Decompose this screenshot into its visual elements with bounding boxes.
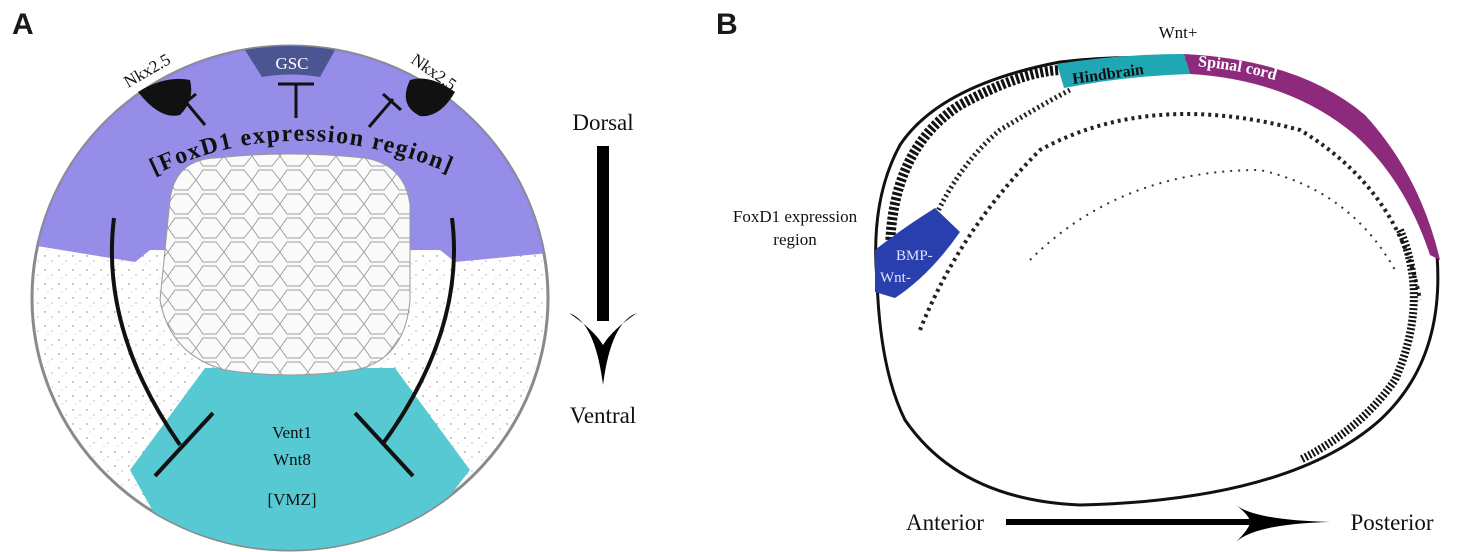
vmz-region xyxy=(130,368,470,550)
inhibition-lines-dorsal xyxy=(175,82,402,128)
inner-fold-line xyxy=(918,112,1422,331)
axis-shaft-ap xyxy=(1006,519,1256,525)
vmz-label: [VMZ] xyxy=(267,490,316,509)
embryo-b-outline xyxy=(874,56,1440,507)
ventral-label: Ventral xyxy=(570,403,636,428)
foxd1-label-line2: region xyxy=(773,230,817,249)
wnt-minus-label: Wnt- xyxy=(880,270,911,286)
spinal-cord-region xyxy=(1184,54,1440,260)
panel-a-embryo: GSC Nkx2.5 Nkx2.5 [FoxD1 expression regi… xyxy=(30,44,550,552)
dorsal-label: Dorsal xyxy=(572,110,633,135)
panel-a-letter: A xyxy=(12,8,34,41)
wnt8-label: Wnt8 xyxy=(273,450,311,469)
hindbrain-region xyxy=(1057,54,1190,88)
vent1-label: Vent1 xyxy=(272,423,312,442)
neural-fold-outer xyxy=(885,65,1061,256)
foxd1-label-line1: FoxD1 expression xyxy=(733,207,858,226)
yolk-cells xyxy=(160,154,410,375)
panel-b-embryo: Wnt+ Hindbrain Spinal cord FoxD1 express… xyxy=(733,23,1440,507)
arrowhead-down-icon xyxy=(569,313,637,385)
inhibition-lines-ventral xyxy=(109,217,456,478)
anterior-posterior-axis: Anterior Posterior xyxy=(906,505,1434,542)
nkx-right-domain xyxy=(405,78,455,117)
foxd1-region-b xyxy=(875,208,960,298)
anterior-label: Anterior xyxy=(906,510,984,535)
bmp-minus-label: BMP- xyxy=(896,248,933,264)
gsc-region xyxy=(245,46,335,77)
arrowhead-right-icon xyxy=(1236,505,1330,542)
posterior-label: Posterior xyxy=(1350,510,1433,535)
panel-b-letter: B xyxy=(716,8,738,41)
gsc-label: GSC xyxy=(275,54,308,73)
wnt-plus-label: Wnt+ xyxy=(1159,23,1198,42)
dorsal-ventral-axis: Dorsal Ventral xyxy=(569,110,637,428)
axis-shaft-dv xyxy=(597,146,609,321)
